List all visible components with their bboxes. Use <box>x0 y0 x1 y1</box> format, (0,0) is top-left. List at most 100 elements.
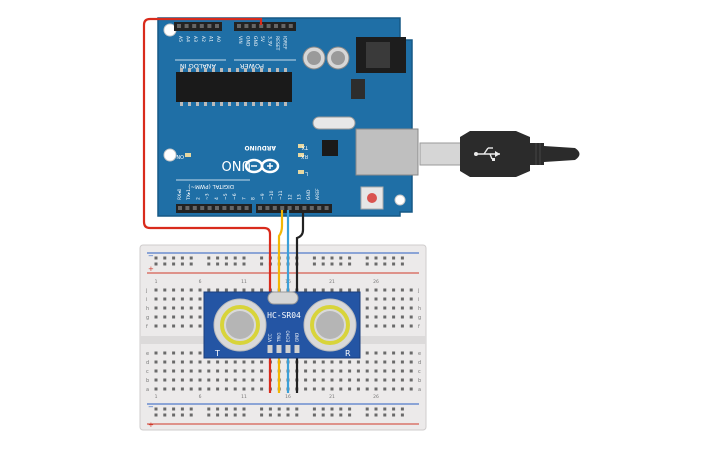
rail-hole[interactable] <box>330 413 334 417</box>
rail-hole[interactable] <box>180 407 184 411</box>
header-pin[interactable] <box>199 24 204 28</box>
breadboard-hole[interactable] <box>207 288 211 292</box>
breadboard-hole[interactable] <box>365 324 369 328</box>
rail-hole[interactable] <box>172 262 176 266</box>
breadboard-hole[interactable] <box>348 360 352 364</box>
header-pin[interactable] <box>281 24 286 28</box>
breadboard-hole[interactable] <box>312 360 316 364</box>
header-pin[interactable] <box>237 24 241 28</box>
rail-hole[interactable] <box>163 262 167 266</box>
rail-hole[interactable] <box>321 262 325 266</box>
breadboard-hole[interactable] <box>163 369 167 373</box>
breadboard-hole[interactable] <box>365 369 369 373</box>
header-pin[interactable] <box>259 24 264 28</box>
reset-button-cap[interactable] <box>367 193 377 203</box>
breadboard-hole[interactable] <box>356 288 360 292</box>
breadboard-hole[interactable] <box>172 387 176 391</box>
breadboard-hole[interactable] <box>207 360 211 364</box>
breadboard-hole[interactable] <box>383 297 387 301</box>
rail-hole[interactable] <box>312 413 316 417</box>
analog-header[interactable] <box>174 22 222 31</box>
breadboard-hole[interactable] <box>348 378 352 382</box>
breadboard-hole[interactable] <box>383 324 387 328</box>
rail-hole[interactable] <box>312 407 316 411</box>
breadboard-hole[interactable] <box>365 351 369 355</box>
breadboard-hole[interactable] <box>409 360 413 364</box>
breadboard-hole[interactable] <box>383 306 387 310</box>
breadboard-hole[interactable] <box>400 369 404 373</box>
header-pin[interactable] <box>244 206 249 210</box>
breadboard-hole[interactable] <box>339 369 343 373</box>
rail-hole[interactable] <box>154 262 158 266</box>
breadboard-hole[interactable] <box>224 288 228 292</box>
rail-hole[interactable] <box>189 413 193 417</box>
breadboard-hole[interactable] <box>154 378 158 382</box>
rail-hole[interactable] <box>295 413 299 417</box>
breadboard-hole[interactable] <box>374 387 378 391</box>
breadboard-hole[interactable] <box>189 288 193 292</box>
breadboard-hole[interactable] <box>348 387 352 391</box>
breadboard-hole[interactable] <box>180 297 184 301</box>
breadboard-hole[interactable] <box>198 378 202 382</box>
breadboard-hole[interactable] <box>163 351 167 355</box>
breadboard-hole[interactable] <box>216 360 220 364</box>
breadboard-hole[interactable] <box>189 324 193 328</box>
breadboard-hole[interactable] <box>374 324 378 328</box>
header-pin[interactable] <box>237 206 242 210</box>
breadboard-hole[interactable] <box>365 297 369 301</box>
header-pin[interactable] <box>272 206 277 210</box>
rail-hole[interactable] <box>392 256 396 260</box>
rail-hole[interactable] <box>163 413 167 417</box>
header-pin[interactable] <box>215 24 219 28</box>
breadboard-hole[interactable] <box>163 288 167 292</box>
breadboard-hole[interactable] <box>330 378 334 382</box>
header-pin[interactable] <box>244 24 249 28</box>
breadboard-hole[interactable] <box>374 369 378 373</box>
breadboard-hole[interactable] <box>383 360 387 364</box>
rail-hole[interactable] <box>339 256 343 260</box>
breadboard-hole[interactable] <box>409 315 413 319</box>
rail-hole[interactable] <box>224 413 228 417</box>
rail-hole[interactable] <box>400 413 404 417</box>
breadboard-hole[interactable] <box>260 360 264 364</box>
breadboard-hole[interactable] <box>154 369 158 373</box>
rail-hole[interactable] <box>207 256 211 260</box>
breadboard-hole[interactable] <box>400 324 404 328</box>
rail-hole[interactable] <box>172 256 176 260</box>
breadboard-hole[interactable] <box>304 378 308 382</box>
rail-hole[interactable] <box>312 262 316 266</box>
rail-hole[interactable] <box>224 256 228 260</box>
rail-hole[interactable] <box>163 256 167 260</box>
rail-hole[interactable] <box>348 262 352 266</box>
rail-hole[interactable] <box>400 262 404 266</box>
breadboard-hole[interactable] <box>312 288 316 292</box>
breadboard-hole[interactable] <box>224 378 228 382</box>
breadboard-hole[interactable] <box>180 288 184 292</box>
breadboard-hole[interactable] <box>242 378 246 382</box>
breadboard-hole[interactable] <box>189 297 193 301</box>
header-pin[interactable] <box>302 206 307 210</box>
breadboard-hole[interactable] <box>392 351 396 355</box>
rail-hole[interactable] <box>216 256 220 260</box>
rail-hole[interactable] <box>154 413 158 417</box>
breadboard-hole[interactable] <box>348 288 352 292</box>
breadboard-hole[interactable] <box>180 387 184 391</box>
rail-hole[interactable] <box>242 407 246 411</box>
rail-hole[interactable] <box>383 256 387 260</box>
rail-hole[interactable] <box>189 256 193 260</box>
breadboard-hole[interactable] <box>392 324 396 328</box>
breadboard-hole[interactable] <box>409 288 413 292</box>
breadboard-hole[interactable] <box>330 369 334 373</box>
breadboard-hole[interactable] <box>163 324 167 328</box>
breadboard-hole[interactable] <box>172 324 176 328</box>
breadboard-hole[interactable] <box>242 387 246 391</box>
rail-hole[interactable] <box>321 407 325 411</box>
header-pin[interactable] <box>288 24 293 28</box>
breadboard-hole[interactable] <box>154 306 158 310</box>
breadboard-hole[interactable] <box>198 351 202 355</box>
breadboard-hole[interactable] <box>392 360 396 364</box>
breadboard-hole[interactable] <box>374 288 378 292</box>
breadboard-hole[interactable] <box>163 387 167 391</box>
